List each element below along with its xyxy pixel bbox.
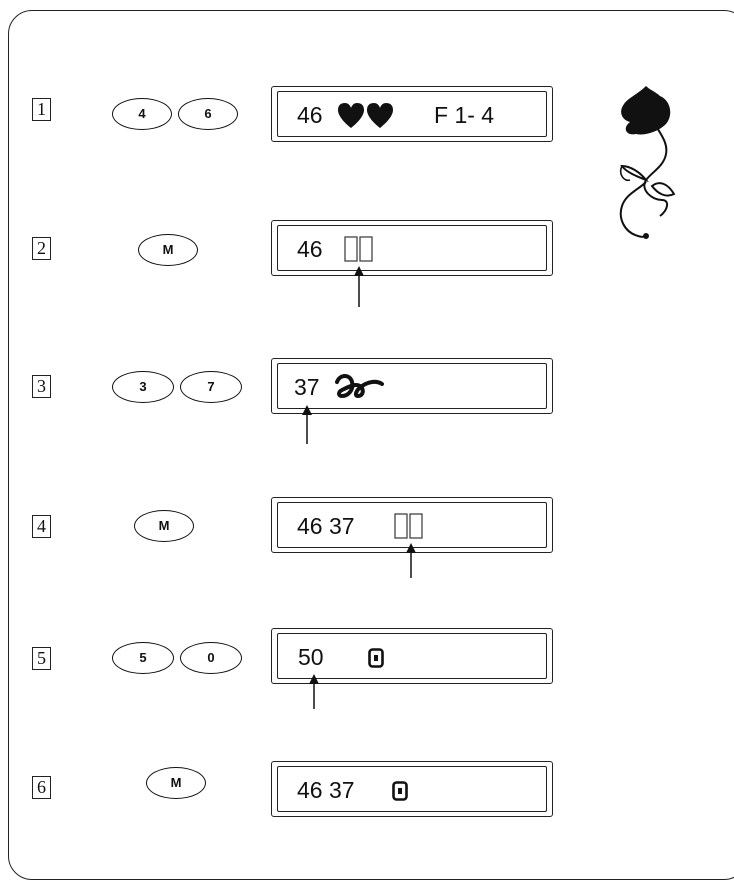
step-number: 6 [32,776,51,799]
pattern-end-icon [368,648,384,668]
key-7-button[interactable]: 7 [180,371,242,403]
lcd-display: 46 37 [271,761,553,817]
lcd-digits: 46 37 [297,777,355,803]
key-5-button[interactable]: 5 [112,642,174,674]
empty-pattern-slot-icon [344,236,374,262]
memory-m-button[interactable]: M [134,510,194,542]
lcd-frame-label: F 1- 4 [434,102,494,128]
heart-vine-sample-icon [612,82,680,252]
step-number: 3 [32,375,51,398]
step-number: 1 [32,98,51,121]
lcd-digits: 50 [298,644,324,670]
step-number: 5 [32,647,51,670]
memory-m-button[interactable]: M [138,234,198,266]
lcd-digits: 37 [294,374,320,400]
key-0-button[interactable]: 0 [180,642,242,674]
lcd-digits: 46 37 [297,513,355,539]
step-number: 4 [32,515,51,538]
cursor-arrow-icon [404,543,418,579]
empty-pattern-slot-icon [394,513,424,539]
lcd-display: 46 F 1- 4 [271,86,553,142]
cursor-arrow-icon [352,266,366,308]
step-number: 2 [32,237,51,260]
memory-m-button[interactable]: M [146,767,206,799]
lcd-display: 46 [271,220,553,276]
cursor-arrow-icon [300,405,314,445]
hearts-icon [338,103,394,129]
key-3-button[interactable]: 3 [112,371,174,403]
cursor-arrow-icon [307,674,321,710]
script-stitch-icon [334,372,386,400]
key-6-button[interactable]: 6 [178,98,238,130]
lcd-digits: 46 [297,102,323,128]
lcd-digits: 46 [297,236,323,262]
pattern-end-icon [392,781,408,801]
key-4-button[interactable]: 4 [112,98,172,130]
